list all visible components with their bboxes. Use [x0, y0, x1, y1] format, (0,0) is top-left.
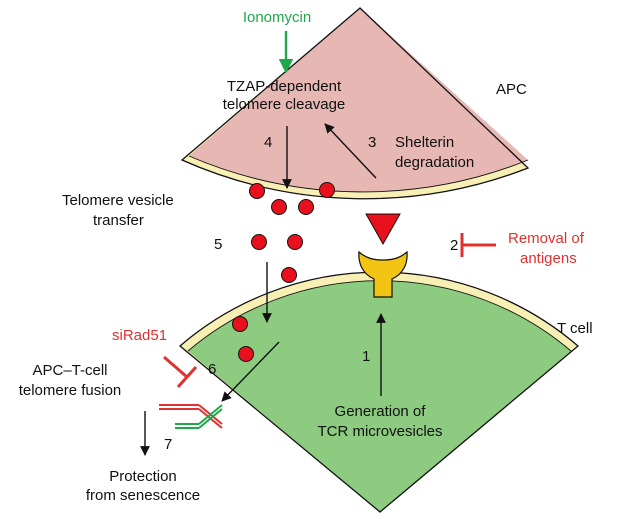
removal-label-line1: Removal of	[508, 230, 585, 247]
telomere-fusion-strands	[159, 404, 223, 429]
step-6-arrow	[221, 341, 280, 402]
step-2-number: 2	[450, 237, 458, 254]
vesicle-transfer-label-line2: transfer	[93, 212, 144, 229]
apc-inner-membrane-line	[188, 155, 529, 193]
step-6-number: 6	[208, 361, 216, 378]
inhibitor-icon	[460, 233, 496, 257]
tcr-receptor-icon	[358, 250, 408, 298]
vesicle	[298, 199, 314, 215]
vesicle	[319, 182, 335, 198]
protection-label-line1: Protection	[109, 468, 177, 485]
shelterin-label-line1: Shelterin	[395, 134, 454, 151]
vesicle	[281, 267, 297, 283]
vesicle-transfer-label-line1: Telomere vesicle	[62, 192, 174, 209]
sirad51-label: siRad51	[112, 327, 167, 344]
tcell-cell	[188, 280, 571, 512]
apc-cell	[189, 8, 528, 192]
removal-label-line2: antigens	[520, 250, 577, 267]
vesicle	[232, 316, 248, 332]
vesicle	[287, 234, 303, 250]
vesicle	[238, 346, 254, 362]
step-3-arrow	[324, 123, 377, 179]
step-7-number: 7	[164, 436, 172, 453]
antigen-icon	[365, 213, 401, 246]
step-1-number: 1	[362, 348, 370, 365]
ionomycin-label: Ionomycin	[243, 9, 311, 26]
step-3-number: 3	[368, 134, 376, 151]
shelterin-label-line2: degradation	[395, 154, 474, 171]
step-4-number: 4	[264, 134, 272, 151]
tcr-label-line2: TCR microvesicles	[317, 423, 442, 440]
vesicle	[271, 199, 287, 215]
tzap-label-line1: TZAP-dependent	[227, 78, 342, 95]
apc-label: APC	[496, 81, 527, 98]
fusion-label-line2: telomere fusion	[19, 382, 122, 399]
tcell-label: T cell	[557, 320, 593, 337]
inhibitor-icon	[163, 355, 198, 389]
protection-label-line2: from senescence	[86, 487, 200, 504]
tcr-label-line1: Generation of	[335, 403, 427, 420]
fusion-label-line1: APC–T-cell	[32, 362, 107, 379]
vesicle	[249, 183, 265, 199]
step-5-number: 5	[214, 236, 222, 253]
vesicle	[251, 234, 267, 250]
apc-outline	[180, 7, 530, 200]
tzap-label-line2: telomere cleavage	[223, 96, 346, 113]
